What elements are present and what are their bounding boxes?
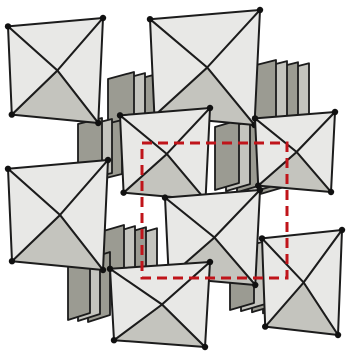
vertex-dot: [100, 267, 106, 273]
vertex-dot: [259, 235, 265, 241]
vertex-dot: [335, 332, 341, 338]
vertex-dot: [111, 337, 117, 343]
vertex-dot: [5, 166, 11, 172]
vertex-dot: [339, 227, 345, 233]
vertex-dot: [252, 115, 258, 121]
octahedron-left-middle: [5, 157, 111, 273]
vertex-dot: [202, 344, 208, 350]
vertex-dot: [100, 15, 106, 21]
octahedron-center: [117, 105, 213, 203]
vertex-dot: [107, 266, 113, 272]
vertex-dot: [5, 23, 11, 29]
vertex-dot: [9, 111, 15, 117]
vertex-dot: [257, 187, 263, 193]
vertex-dot: [9, 258, 15, 264]
vertex-dot: [207, 259, 213, 265]
vertex-dot: [332, 109, 338, 115]
vertex-dot: [328, 189, 334, 195]
octahedron-top-left: [5, 15, 106, 126]
vertex-dot: [95, 120, 101, 126]
vertex-dot: [105, 157, 111, 163]
vertex-dot: [262, 323, 268, 329]
vertex-dot: [147, 16, 153, 22]
vertex-dot: [120, 189, 126, 195]
octahedron-right-middle: [252, 109, 338, 195]
vertex-dot: [252, 282, 258, 288]
vertex-dot: [257, 7, 263, 13]
vertex-dot: [207, 105, 213, 111]
vertex-dot: [117, 112, 123, 118]
chain-plate: [215, 120, 239, 190]
front-octahedra-layer: [5, 7, 345, 350]
octahedron-bottom-right: [259, 227, 345, 338]
octahedron-bottom-center: [107, 259, 213, 350]
vertex-dot: [162, 194, 168, 200]
